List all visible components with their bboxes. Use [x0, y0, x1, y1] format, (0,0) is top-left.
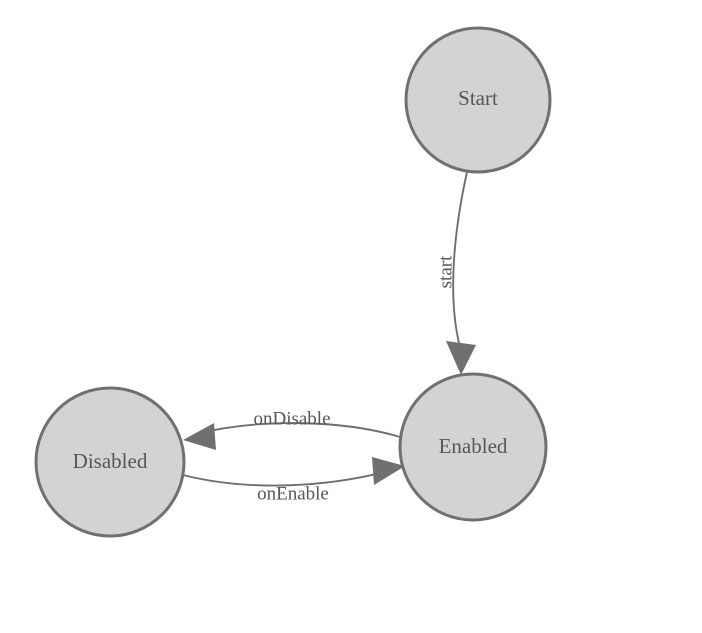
- edge-line-start: [452, 171, 468, 344]
- node-enabled-label: Enabled: [439, 434, 508, 458]
- edge-start-to-enabled[interactable]: start: [436, 171, 477, 375]
- edge-label-onEnable: onEnable: [257, 484, 329, 505]
- edge-line-onDisable: [195, 422, 401, 438]
- edge-line-onEnable: [182, 469, 393, 487]
- node-start-circle: [404, 26, 552, 174]
- edge-disabled-to-enabled[interactable]: onEnable: [182, 457, 405, 505]
- node-disabled-label: Disabled: [73, 449, 148, 473]
- arrowhead-start: [446, 341, 476, 375]
- node-enabled[interactable]: Enabled: [398, 372, 548, 522]
- node-enabled-circle: [398, 372, 548, 522]
- node-start-label: Start: [458, 86, 498, 110]
- node-disabled-circle: [34, 386, 186, 538]
- arrowhead-onDisable: [183, 423, 216, 450]
- edge-enabled-to-disabled[interactable]: onDisable: [183, 409, 401, 451]
- edge-label-start: start: [436, 255, 457, 288]
- node-start[interactable]: Start: [404, 26, 552, 174]
- edge-label-onDisable: onDisable: [253, 409, 330, 430]
- arrowhead-onEnable: [372, 457, 405, 485]
- node-disabled[interactable]: Disabled: [34, 386, 186, 538]
